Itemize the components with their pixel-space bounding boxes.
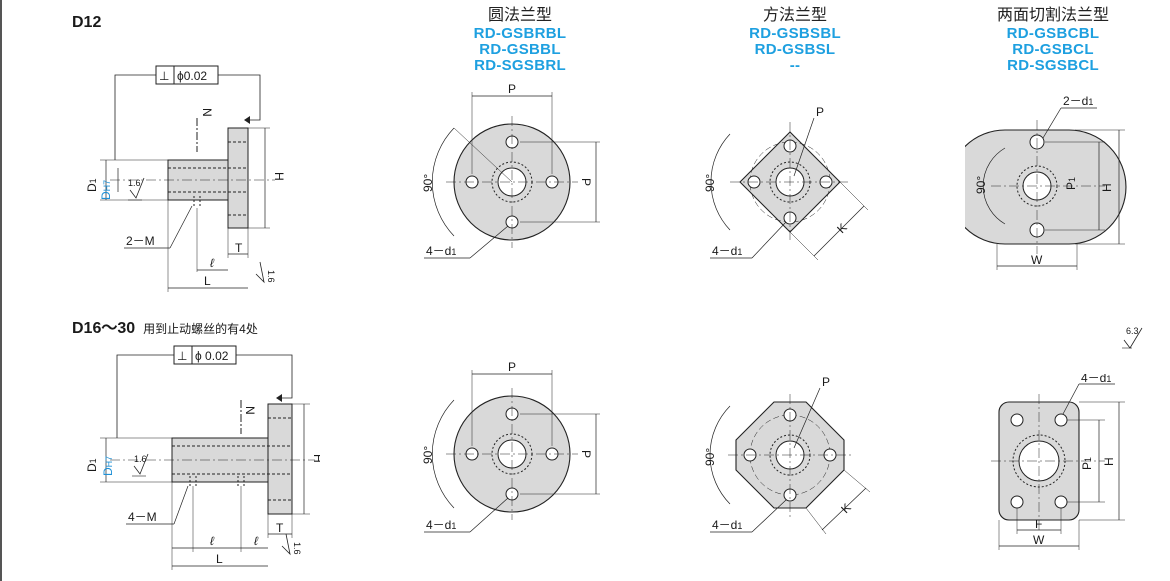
svg-text:H: H	[1100, 183, 1114, 192]
svg-text:P1: P1	[1064, 177, 1078, 190]
svg-text:T: T	[235, 241, 243, 255]
svg-text:⊥: ⊥	[159, 69, 169, 83]
svg-text:4－d1: 4－d1	[1081, 374, 1111, 385]
svg-text:W: W	[1033, 533, 1045, 547]
svg-text:1.6: 1.6	[292, 542, 302, 555]
row-label-d12: D12	[72, 14, 102, 31]
svg-text:P: P	[816, 105, 824, 119]
svg-text:P: P	[822, 375, 830, 389]
svg-text:H: H	[1102, 457, 1116, 466]
svg-text:90°: 90°	[421, 446, 435, 464]
svg-text:ϕ 0.02: ϕ 0.02	[195, 349, 229, 363]
round-flange-view-d12: P P 90° 4－d1	[421, 82, 600, 259]
side-view-d16-30: ⊥ ϕ 0.02 N D1 DH7 1.6 H T ℓ ℓ L 4－M 1.6	[85, 345, 320, 570]
side-view-d12: ⊥ ϕ0.02 N D1 DH7 1.6 H T ℓ L 2－M 1.	[85, 65, 286, 292]
svg-text:4－d1: 4－d1	[712, 518, 742, 532]
cut-flange-view-d12: P1 H W 90° 2－d1	[965, 94, 1127, 270]
svg-text:2－M: 2－M	[126, 234, 155, 248]
svg-text:1.6: 1.6	[128, 178, 141, 188]
svg-text:90°: 90°	[421, 174, 435, 192]
cut-flange-view-d16-30: P1 H F W 4－d1	[991, 374, 1125, 550]
type-header-square: 方法兰型 RD-GSBSBL RD-GSBSL --	[749, 7, 841, 74]
tolerance-frame: ⊥ ϕ0.02	[114, 65, 261, 160]
svg-text:P: P	[508, 82, 516, 96]
svg-text:P: P	[579, 178, 593, 186]
svg-text:ℓ: ℓ	[210, 534, 215, 548]
svg-text:P: P	[579, 450, 593, 458]
svg-text:ℓ: ℓ	[254, 534, 259, 548]
svg-text:4－d1: 4－d1	[712, 244, 742, 258]
svg-text:1.6: 1.6	[266, 270, 276, 283]
svg-text:W: W	[1031, 253, 1043, 267]
svg-text:6.3: 6.3	[1126, 326, 1139, 336]
row-note: 用到止动螺丝的有4处	[143, 322, 258, 336]
svg-text:K: K	[838, 501, 854, 517]
svg-text:90°: 90°	[974, 176, 988, 194]
svg-text:T: T	[276, 521, 284, 535]
svg-text:DH7: DH7	[101, 456, 115, 476]
svg-text:4－d1: 4－d1	[426, 518, 456, 532]
svg-text:H: H	[311, 454, 320, 463]
svg-text:90°: 90°	[703, 448, 717, 466]
type-header-cut: 两面切割法兰型 RD-GSBCBL RD-GSBCL RD-SGSBCL	[996, 7, 1109, 74]
svg-text:ϕ0.02: ϕ0.02	[177, 69, 207, 83]
svg-text:D1: D1	[85, 458, 99, 472]
svg-text:2－d1: 2－d1	[1063, 94, 1093, 108]
svg-text:ℓ: ℓ	[210, 256, 215, 270]
svg-text:N: N	[243, 406, 257, 415]
svg-text:P1: P1	[1080, 457, 1094, 470]
round-flange-view-d16-30: P P 90° 4－d1	[421, 360, 600, 533]
svg-text:90°: 90°	[703, 174, 717, 192]
svg-text:D1: D1	[85, 178, 99, 192]
svg-text:4－M: 4－M	[128, 510, 157, 524]
svg-text:H: H	[272, 172, 286, 181]
roughness-symbol: 6.3	[1122, 326, 1143, 349]
type-header-round: 圆法兰型 RD-GSBRBL RD-GSBBL RD-SGSBRL	[473, 7, 567, 74]
svg-text:N: N	[200, 108, 214, 117]
svg-text:F: F	[1035, 517, 1042, 531]
svg-text:⊥: ⊥	[177, 349, 187, 363]
tolerance-frame: ⊥ ϕ 0.02	[116, 345, 293, 438]
svg-text:4－d1: 4－d1	[426, 244, 456, 258]
svg-text:DH7: DH7	[99, 180, 113, 200]
square-flange-view-d12: K P 90° 4－d1	[703, 105, 869, 261]
svg-text:P: P	[508, 360, 516, 374]
svg-text:1.6: 1.6	[134, 454, 147, 464]
square-flange-view-d16-30: K P 90° 4－d1	[703, 375, 871, 535]
svg-text:L: L	[204, 274, 211, 288]
svg-text:L: L	[216, 552, 223, 566]
